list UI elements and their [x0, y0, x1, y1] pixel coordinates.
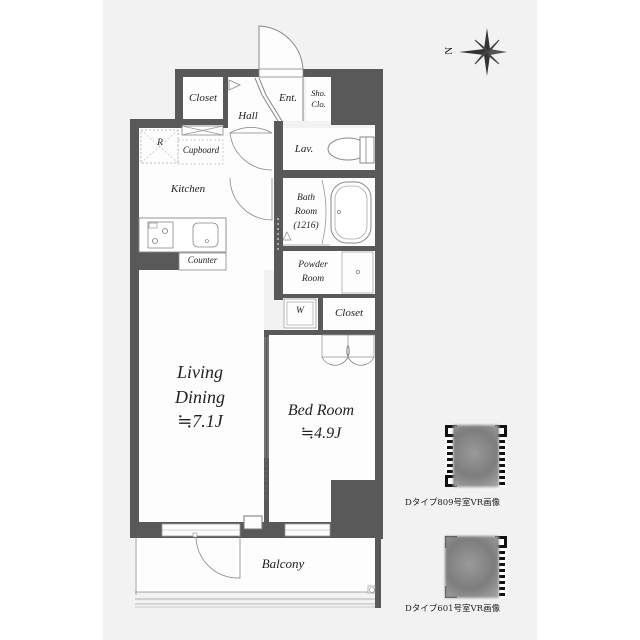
room-washer	[283, 298, 318, 330]
room-living	[139, 270, 264, 522]
label-lavatory: Lav.	[294, 143, 314, 155]
qr-caption-809: Dタイプ809号室VR画像	[405, 498, 501, 508]
label-kitchen: Kitchen	[170, 183, 206, 195]
room-bedroom-low	[269, 480, 331, 522]
wall-bed-top	[264, 330, 383, 335]
wall-top-kitchen	[130, 119, 183, 128]
label-powder-1: Powder	[298, 260, 328, 270]
label-counter: Counter	[187, 255, 218, 265]
label-shoe-closet-2: Clo.	[311, 99, 326, 109]
label-bedroom-area: ≒4.9J	[300, 425, 342, 442]
qr-code-809[interactable]	[445, 425, 507, 487]
wall-bed-left	[264, 330, 269, 530]
label-dining: Dining	[174, 387, 225, 407]
label-hall: Hall	[238, 110, 258, 122]
room-entrance	[260, 77, 303, 121]
label-shoe-closet-1: Sho.	[311, 88, 326, 98]
wall-left-main	[130, 119, 139, 531]
wall-kitchen-counter	[139, 252, 179, 270]
label-powder-2: Room	[301, 274, 325, 284]
qr-code-601[interactable]	[445, 536, 507, 598]
wall-hall-left	[223, 77, 228, 170]
wall-powder-bottom	[274, 294, 383, 298]
wall-right-main	[375, 69, 383, 539]
label-entrance: Ent.	[278, 92, 298, 104]
room-bedroom	[269, 335, 375, 480]
label-refrigerator: R	[157, 138, 163, 148]
label-cupboard: Cupboard	[182, 145, 220, 155]
label-bath-3: (1216)	[293, 221, 319, 231]
wall-closet-left	[318, 298, 323, 334]
label-bedroom: Bed Room	[287, 402, 355, 419]
wall-cupboard-top	[179, 119, 231, 125]
room-shoe-closet	[306, 77, 331, 121]
room-closet-bed	[323, 298, 375, 330]
wall-mid-horizontal	[274, 170, 383, 178]
label-closet-bed: Closet	[334, 307, 364, 319]
room-closet-top	[183, 77, 223, 119]
label-living: Living	[176, 362, 223, 382]
qr-caption-601: Dタイプ601号室VR画像	[405, 604, 501, 614]
label-bath-2: Room	[294, 207, 318, 217]
compass-north-label: N	[443, 46, 456, 55]
room-balcony	[137, 538, 375, 592]
label-closet-top: Closet	[188, 92, 218, 104]
wall-left-top	[175, 69, 183, 119]
wall-bath-bottom	[274, 246, 383, 251]
label-balcony: Balcony	[261, 556, 305, 571]
label-washer: W	[296, 306, 304, 316]
label-bath-1: Bath	[297, 193, 315, 203]
wall-right-upper	[331, 69, 383, 125]
wall-balcony-right	[375, 538, 381, 608]
wall-hall-right	[274, 120, 283, 300]
label-living-area: ≒7.1J	[177, 411, 223, 431]
